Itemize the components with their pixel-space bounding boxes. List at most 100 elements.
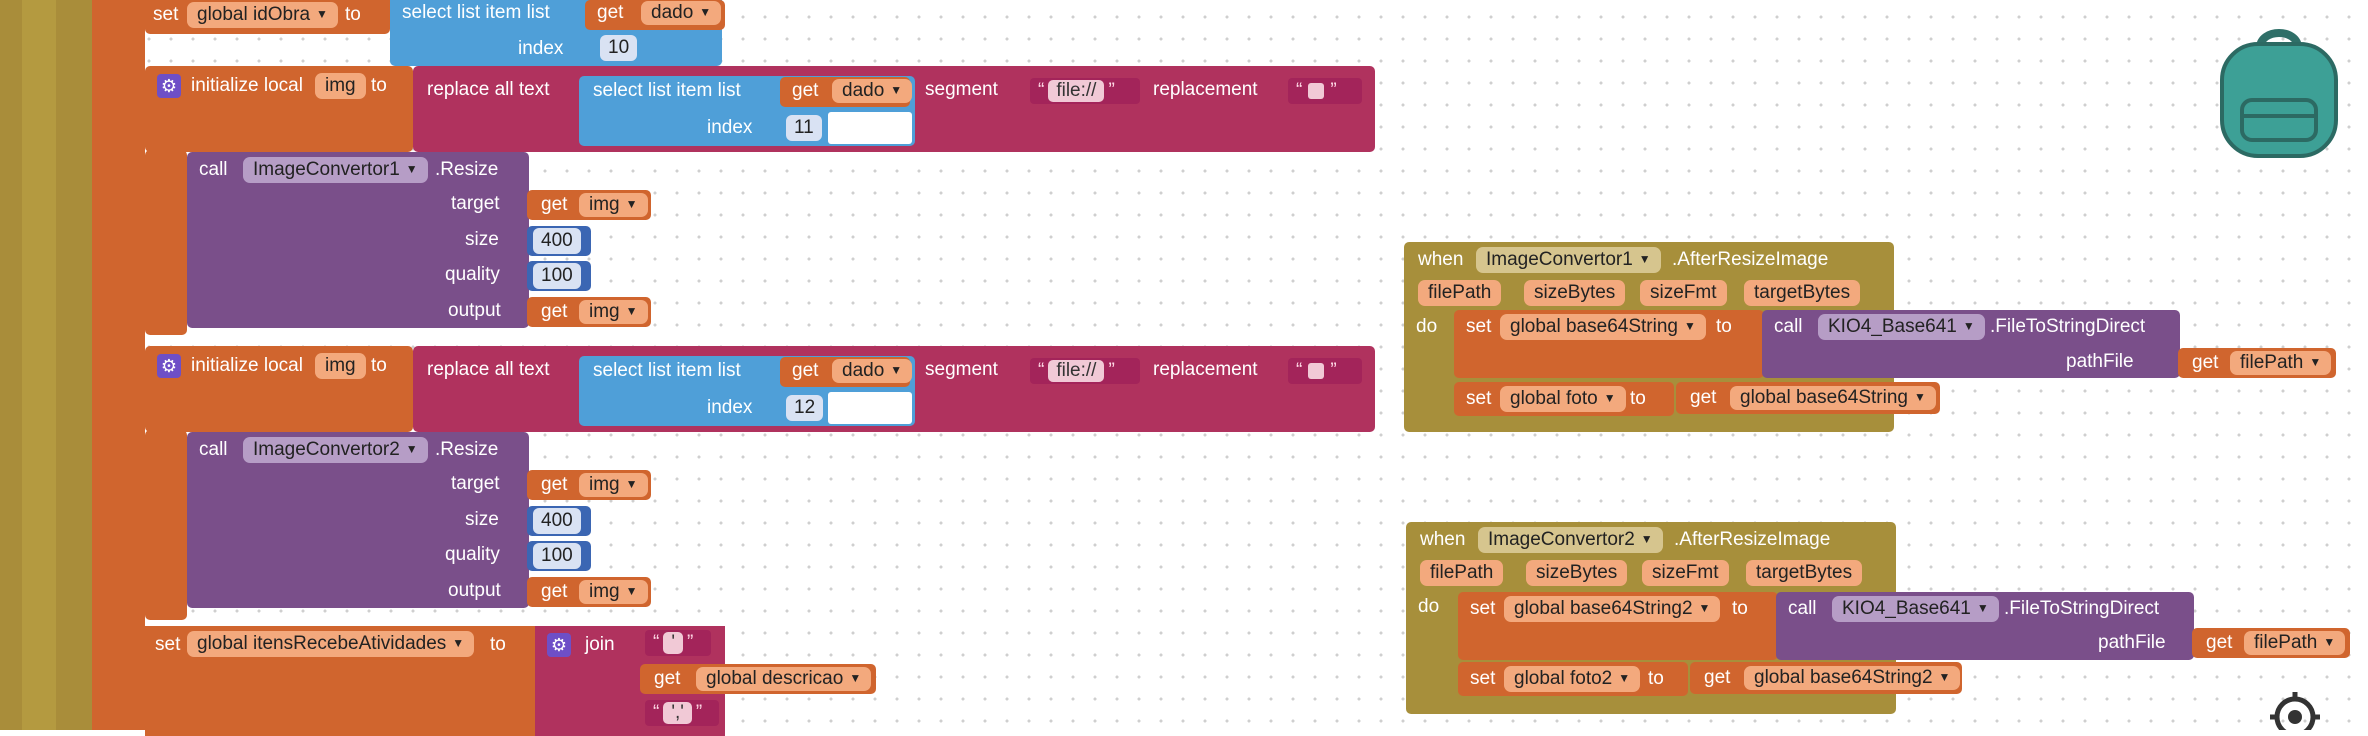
param-targetbytes[interactable]: targetBytes (1746, 560, 1863, 586)
do-label: do (1418, 596, 1440, 617)
get-base64-2-block[interactable]: get global base64String2▼ (1690, 662, 1962, 694)
img-dropdown[interactable]: img▼ (579, 473, 648, 497)
base64string-dropdown[interactable]: global base64String2▼ (1744, 666, 1961, 690)
param-filepath[interactable]: filePath (1418, 280, 1502, 306)
var-dropdown[interactable]: global base64String▼ (1500, 314, 1706, 340)
component-dropdown[interactable]: ImageConvertor1▼ (243, 157, 428, 183)
quality-number-block[interactable]: 100 (527, 261, 591, 291)
index-number[interactable]: 11 (786, 115, 822, 141)
dado-dropdown[interactable]: dado▼ (832, 359, 913, 383)
gear-icon[interactable]: ⚙ (547, 633, 571, 657)
quality-number-block[interactable]: 100 (527, 541, 591, 571)
join-string-3[interactable]: “','” (645, 700, 719, 726)
outer-block-body (92, 0, 145, 730)
outer-block-edge-2 (22, 0, 56, 730)
replace-label: replace all text (427, 79, 550, 100)
quality-number[interactable]: 100 (533, 543, 581, 569)
init-img1-block[interactable]: ⚙ initialize local img to in (145, 66, 413, 179)
chevron-down-icon: ▼ (2323, 635, 2336, 649)
target-icon[interactable] (2268, 690, 2322, 730)
var-dropdown[interactable]: global base64String2▼ (1504, 596, 1721, 622)
chevron-down-icon: ▼ (316, 7, 328, 21)
set-foto2-block[interactable]: set global foto2▼ to (1458, 662, 1688, 696)
get-img-output[interactable]: get img▼ (527, 577, 651, 607)
when-label: when (1418, 249, 1464, 270)
segment-string[interactable]: “file://” (1030, 78, 1140, 104)
index-number[interactable]: 10 (600, 35, 638, 61)
set-idobra-block[interactable]: set global idObra▼ to (145, 0, 390, 34)
set-base64-2-block[interactable]: set global base64String2▼ to (1458, 592, 1778, 660)
img-field[interactable]: img (315, 73, 366, 99)
set-base64-block[interactable]: set global base64String▼ to (1454, 310, 1764, 378)
component-dropdown[interactable]: ImageConvertor2▼ (1478, 527, 1663, 553)
get-base64-block[interactable]: get global base64String▼ (1676, 382, 1940, 414)
chevron-down-icon: ▼ (625, 304, 638, 318)
empty-slot (828, 112, 912, 144)
replacement-string[interactable]: “” (1288, 78, 1362, 104)
param-filepath[interactable]: filePath (1420, 560, 1504, 586)
to-label: to (1732, 598, 1748, 619)
var-dropdown[interactable]: global foto▼ (1500, 386, 1626, 412)
set-foto-block[interactable]: set global foto▼ to (1454, 382, 1674, 416)
index-number[interactable]: 12 (786, 395, 824, 421)
select-label: select list item list (593, 360, 741, 381)
call-filetostring-block[interactable]: call KIO4_Base641▼ .FileToStringDirect p… (1762, 310, 2180, 378)
call-filetostring-2-block[interactable]: call KIO4_Base641▼ .FileToStringDirect p… (1776, 592, 2194, 660)
select-label: select list item list (593, 80, 741, 101)
get-dado-block[interactable]: get dado▼ (780, 357, 913, 387)
base64-dropdown[interactable]: KIO4_Base641▼ (1832, 596, 1999, 622)
img-dropdown[interactable]: img▼ (579, 580, 648, 604)
chevron-down-icon: ▼ (452, 636, 465, 650)
chevron-down-icon: ▼ (1698, 601, 1711, 615)
dado-dropdown[interactable]: dado▼ (832, 79, 913, 103)
segment-string[interactable]: “file://” (1030, 358, 1140, 384)
base64-dropdown[interactable]: KIO4_Base641▼ (1818, 314, 1985, 340)
get-dado-block[interactable]: get dado▼ (585, 0, 725, 30)
component-dropdown[interactable]: ImageConvertor1▼ (1476, 247, 1661, 273)
size-number[interactable]: 400 (533, 508, 581, 534)
backpack-icon[interactable] (2212, 18, 2346, 160)
param-sizefmt[interactable]: sizeFmt (1640, 280, 1727, 306)
call-resize2-block[interactable]: call ImageConvertor2▼ .Resize target siz… (187, 432, 529, 608)
param-sizebytes[interactable]: sizeBytes (1524, 280, 1626, 306)
dado-dropdown[interactable]: dado▼ (641, 1, 722, 25)
get-img-output[interactable]: get img▼ (527, 297, 651, 327)
var-dropdown[interactable]: global foto2▼ (1504, 666, 1641, 692)
img-dropdown[interactable]: img▼ (579, 193, 648, 217)
replacement-string[interactable]: “” (1288, 358, 1362, 384)
img-field[interactable]: img (315, 353, 366, 379)
call-resize1-block[interactable]: call ImageConvertor1▼ .Resize target siz… (187, 152, 529, 328)
get-dado-block[interactable]: get dado▼ (780, 77, 913, 107)
param-sizefmt[interactable]: sizeFmt (1642, 560, 1729, 586)
filepath-dropdown[interactable]: filePath▼ (2230, 351, 2332, 375)
chevron-down-icon: ▼ (699, 5, 712, 19)
gear-icon[interactable]: ⚙ (157, 74, 181, 98)
size-number-block[interactable]: 400 (527, 226, 591, 256)
img-dropdown[interactable]: img▼ (579, 300, 648, 324)
get-filepath-block[interactable]: get filePath▼ (2178, 348, 2336, 378)
get-descricao-block[interactable]: get global descricao▼ (640, 664, 876, 694)
var-dropdown[interactable]: global itensRecebeAtividades▼ (187, 631, 475, 657)
descricao-dropdown[interactable]: global descricao▼ (696, 667, 872, 691)
param-sizebytes[interactable]: sizeBytes (1526, 560, 1628, 586)
outer-block-edge (0, 0, 22, 730)
filepath-dropdown[interactable]: filePath▼ (2244, 631, 2346, 655)
size-number-block[interactable]: 400 (527, 506, 591, 536)
gear-icon[interactable]: ⚙ (157, 354, 181, 378)
param-targetbytes[interactable]: targetBytes (1744, 280, 1861, 306)
get-img-target[interactable]: get img▼ (527, 470, 651, 500)
size-number[interactable]: 400 (533, 228, 581, 254)
var-dropdown[interactable]: global idObra▼ (187, 2, 338, 28)
event-label: .AfterResizeImage (1674, 529, 1831, 550)
initialize-label: initialize local (191, 75, 303, 96)
get-img-target[interactable]: get img▼ (527, 190, 651, 220)
size-label: size (465, 509, 499, 530)
set-itens-block[interactable]: set global itensRecebeAtividades▼ to (145, 626, 535, 736)
get-filepath-block[interactable]: get filePath▼ (2192, 628, 2350, 658)
component-dropdown[interactable]: ImageConvertor2▼ (243, 437, 428, 463)
base64string-dropdown[interactable]: global base64String▼ (1730, 386, 1936, 410)
join-string-1[interactable]: “'” (645, 630, 711, 656)
quality-number[interactable]: 100 (533, 263, 581, 289)
quality-label: quality (445, 264, 500, 285)
init-img2-block[interactable]: ⚙ initialize local img to in (145, 346, 413, 459)
